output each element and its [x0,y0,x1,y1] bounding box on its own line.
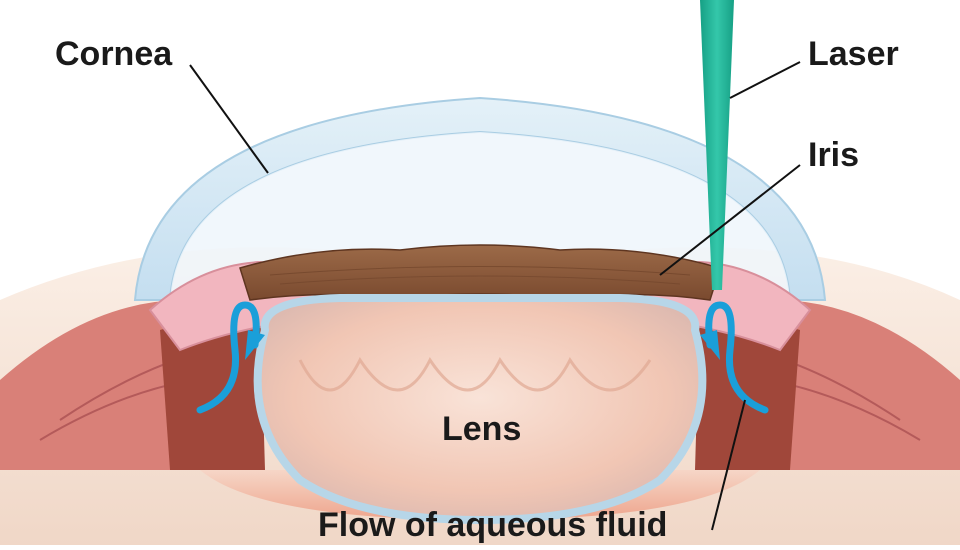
flow-arrow-left [196,301,260,414]
flow-label: Flow of aqueous fluid [318,506,668,544]
flow-leader [711,399,746,531]
cornea-label: Cornea [55,35,173,73]
flow-arrowhead-right [700,330,720,360]
flow-arrowhead-left [245,330,265,360]
laser-beam [700,0,734,290]
iris-label: Iris [808,136,860,174]
iris-leader [659,164,801,276]
laser-label: Laser [808,35,899,73]
lens-label: Lens [442,410,522,448]
laser-leader [729,61,801,99]
iris [239,244,721,301]
flow-arrow-right [705,301,769,414]
lens [253,294,707,525]
cornea-leader [189,64,269,174]
